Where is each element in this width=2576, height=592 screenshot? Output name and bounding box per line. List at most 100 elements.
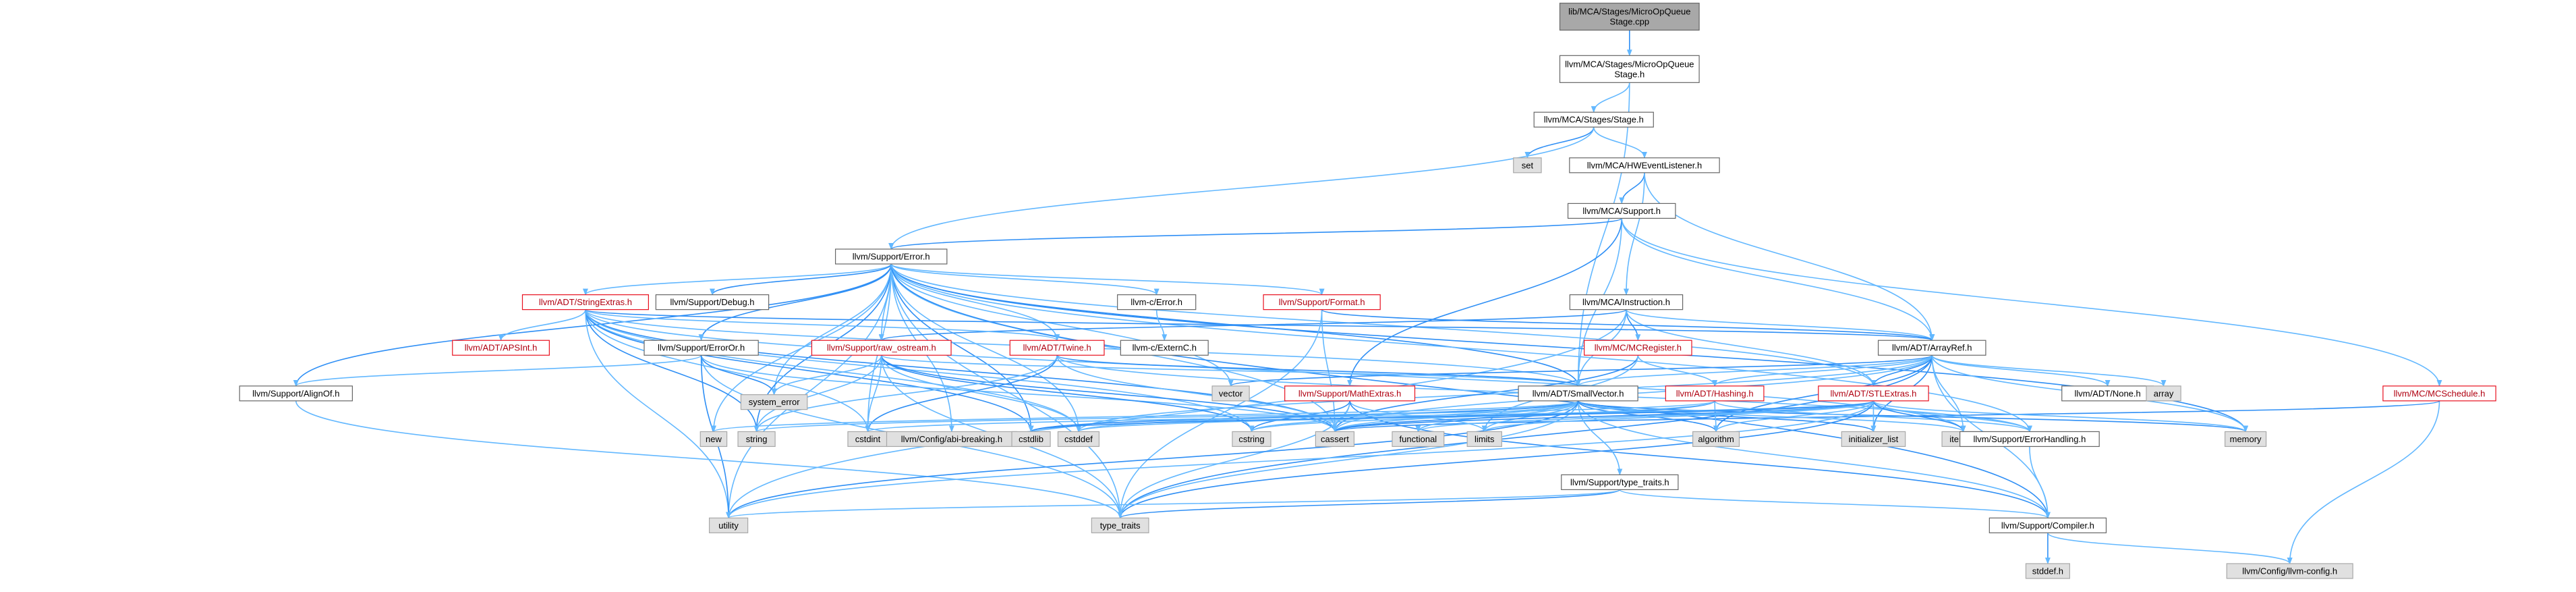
node-mathextras-h[interactable]: llvm/Support/MathExtras.h [1284, 385, 1416, 402]
edge-arrayref_h-to-array [1931, 354, 2167, 387]
node-c-error-h[interactable]: llvm-c/Error.h [1117, 294, 1197, 311]
node-label: llvm/ADT/Twine.h [1023, 343, 1091, 353]
node-cstdlib: cstdlib [1011, 431, 1051, 448]
node-arrayref-h[interactable]: llvm/ADT/ArrayRef.h [1877, 340, 1986, 356]
node-label: algorithm [1698, 434, 1734, 444]
edge-stringextras_h-to-arrayref_h [585, 308, 1935, 342]
node-box [2025, 563, 2070, 579]
node-label: llvm/ADT/STLExtras.h [1831, 388, 1917, 398]
edge-raw_ostream_h-to-cstdint [865, 355, 882, 433]
node-none-h[interactable]: llvm/ADT/None.h [2061, 385, 2154, 402]
edge-stringextras_h-to-cstdlib [585, 309, 1034, 433]
node-label: llvm/ADT/SmallVector.h [1533, 388, 1624, 398]
node-error-h[interactable]: llvm/Support/Error.h [834, 248, 948, 265]
node-externc-h[interactable]: llvm-c/ExternC.h [1120, 340, 1209, 356]
edge-stlextras_h-to-limits [1481, 400, 1874, 433]
node-apsint-h[interactable]: llvm/ADT/APSInt.h [452, 340, 550, 356]
node-label: type_traits [1100, 520, 1141, 531]
edge-twine_h-to-cassert [1056, 355, 1338, 433]
edge-smallvector_h-to-cstring [1249, 400, 1579, 433]
node-llvm-config-h: llvm/Config/llvm-config.h [2226, 563, 2353, 579]
node-instruction-h[interactable]: llvm/MCA/Instruction.h [1569, 294, 1684, 311]
node-label: llvm/Support/Debug.h [670, 297, 755, 307]
edge-stlextras_h-to-utility [726, 400, 1874, 519]
node-label: llvm/ADT/APSInt.h [465, 343, 538, 353]
node-box [1211, 385, 1250, 402]
node-twine-h[interactable]: llvm/ADT/Twine.h [1009, 340, 1105, 356]
node-box [1091, 517, 1149, 533]
node-label: llvm/ADT/ArrayRef.h [1892, 343, 1972, 353]
node-memory: memory [2224, 431, 2267, 448]
edge-hwel_h-to-arrayref_h [1644, 172, 1935, 342]
node-label: llvm/Support/Compiler.h [2001, 520, 2094, 531]
node-alignof-h[interactable]: llvm/Support/AlignOf.h [239, 385, 353, 402]
edge-stage_h-to-set [1524, 127, 1595, 159]
node-box [1692, 431, 1740, 448]
node-errorhandling-h[interactable]: llvm/Support/ErrorHandling.h [1959, 431, 2100, 448]
node-mcregister-h[interactable]: llvm/MC/MCRegister.h [1584, 340, 1692, 356]
edge-error_h-to-erroror_h [698, 264, 892, 342]
node-debug-h[interactable]: llvm/Support/Debug.h [655, 294, 770, 311]
edge-support_h-to-mcschedule_h [1621, 218, 2442, 387]
edge-instruction_h-to-utility [726, 309, 1627, 519]
edge-stlextras_h-to-type_traits [1117, 400, 1874, 519]
node-stlextras-h[interactable]: llvm/ADT/STLExtras.h [1818, 385, 1929, 402]
edge-stlextras_h-to-cstdlib [1029, 400, 1874, 433]
node-erroror-h[interactable]: llvm/Support/ErrorOr.h [643, 340, 759, 356]
node-compiler-h[interactable]: llvm/Support/Compiler.h [1988, 517, 2107, 533]
edge-hashing_h-to-algorithm [1713, 400, 1719, 433]
edge-type_traits_h-to-utility [726, 489, 1621, 519]
node-label: llvm/Support/ErrorOr.h [658, 343, 745, 353]
node-label: new [706, 434, 722, 444]
node-box [1569, 157, 1720, 173]
node-stddef-h: stddef.h [2025, 563, 2070, 579]
node-box [834, 248, 948, 265]
node-type-traits-h[interactable]: llvm/Support/type_traits.h [1561, 474, 1679, 490]
node-label: limits [1475, 434, 1495, 444]
node-box [1466, 431, 1502, 448]
node-label: llvm-c/Error.h [1130, 297, 1182, 307]
node-label: llvm/Support/AlignOf.h [252, 388, 339, 398]
node-cstdint: cstdint [847, 431, 888, 448]
node-label: llvm/MCA/HWEventListener.h [1587, 160, 1702, 170]
edge-error_h-to-stringextras_h [583, 263, 892, 296]
node-utility: utility [708, 517, 749, 533]
node-cstring: cstring [1232, 431, 1271, 448]
node-box [2382, 385, 2496, 402]
node-stringextras-h[interactable]: llvm/ADT/StringExtras.h [521, 294, 650, 311]
edge-format_h-to-arrayref_h [1321, 308, 1935, 342]
node-hwel-h[interactable]: llvm/MCA/HWEventListener.h [1569, 157, 1720, 173]
node-smallvector-h[interactable]: llvm/ADT/SmallVector.h [1518, 385, 1638, 402]
node-box [1877, 340, 1986, 356]
node-set: set [1513, 157, 1542, 173]
node-box [1665, 385, 1765, 402]
edge-stringextras_h-to-twine_h [585, 308, 1060, 342]
node-hashing-h[interactable]: llvm/ADT/Hashing.h [1665, 385, 1765, 402]
node-label: set [1522, 160, 1534, 170]
edge-stringextras_h-to-iterator [585, 309, 1966, 433]
node-support-h[interactable]: llvm/MCA/Support.h [1567, 203, 1676, 219]
node-mcschedule-h[interactable]: llvm/MC/MCSchedule.h [2382, 385, 2496, 402]
node-stage-h[interactable]: llvm/MCA/Stages/Stage.h [1533, 111, 1654, 128]
node-box [1011, 431, 1051, 448]
edge-smallvector_h-to-utility [726, 400, 1579, 519]
edge-type_traits_h-to-type_traits [1118, 489, 1621, 519]
node-raw-ostream-h[interactable]: llvm/Support/raw_ostream.h [811, 340, 952, 356]
node-label: llvm/Config/llvm-config.h [2242, 566, 2337, 576]
edge-error_h-to-debug_h [710, 263, 892, 296]
edge-support_h-to-error_h [888, 217, 1623, 250]
edge-stringextras_h-to-apsint_h [498, 309, 586, 342]
node-vector: vector [1211, 385, 1250, 402]
edge-raw_ostream_h-to-string [753, 355, 882, 433]
node-box [737, 431, 776, 448]
edge-error_h-to-alignof_h [293, 264, 892, 387]
node-format-h[interactable]: llvm/Support/Format.h [1263, 294, 1381, 311]
node-type-traits: type_traits [1091, 517, 1149, 533]
node-label: llvm/Support/Format.h [1279, 297, 1365, 307]
edge-compiler_h-to-llvm_config_h [2047, 532, 2293, 564]
node-box [1518, 385, 1638, 402]
node-cassert: cassert [1315, 431, 1355, 448]
node-box [521, 294, 650, 311]
